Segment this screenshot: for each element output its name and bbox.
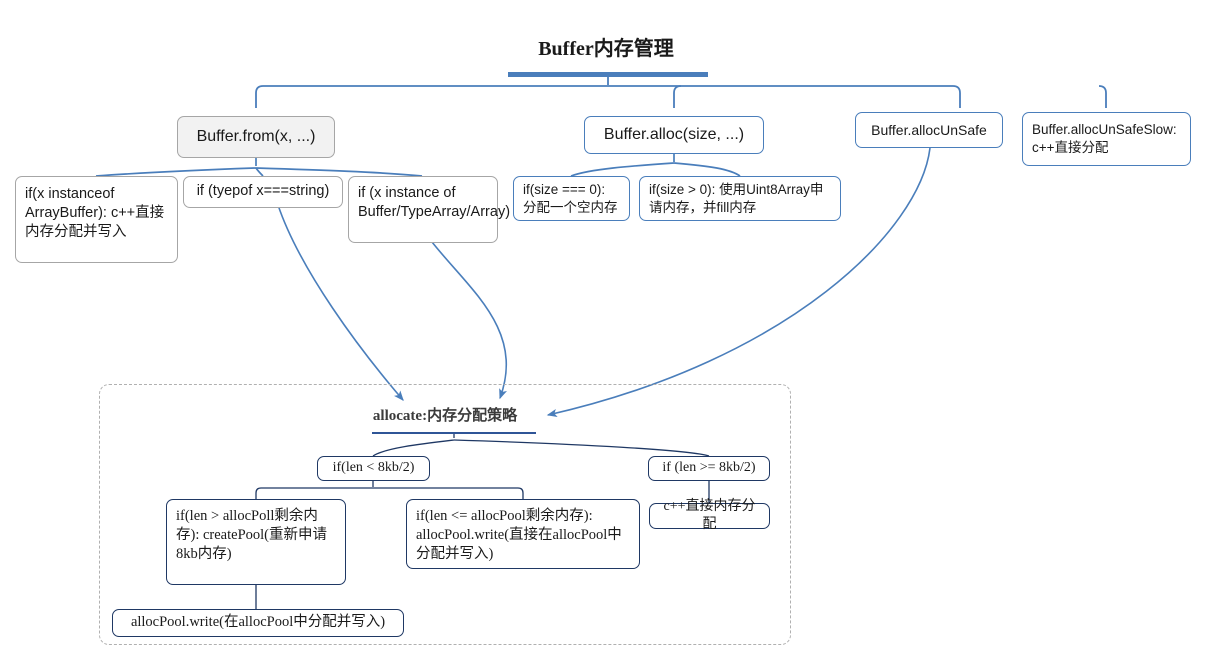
page-title: Buffer内存管理 [538,38,674,60]
node-len-lt[interactable]: if(len < 8kb/2) [317,456,430,481]
node-buffer-alloc-unsafe-slow[interactable]: Buffer.allocUnSafeSlow: c++直接分配 [1022,112,1191,166]
node-buffer-alloc[interactable]: Buffer.alloc(size, ...) [584,116,764,154]
title-underline-bar [508,72,708,77]
node-buffer-from[interactable]: Buffer.from(x, ...) [177,116,335,158]
alloc-fan [570,154,741,177]
node-len-le-pool[interactable]: if(len <= allocPool剩余内存): allocPool.writ… [406,499,640,569]
node-alloc-case-positive[interactable]: if(size > 0): 使用Uint8Array申请内存，并fill内存 [639,176,841,221]
allocate-group-title: allocate:内存分配策略 [372,408,518,424]
node-len-gt-pool[interactable]: if(len > allocPoll剩余内存): createPool(重新申请… [166,499,346,585]
node-from-case-buffer[interactable]: if (x instance of Buffer/TypeArray/Array… [348,176,510,243]
node-buffer-alloc-unsafe[interactable]: Buffer.allocUnSafe [855,112,1003,148]
node-from-case-string[interactable]: if (tyepof x===string) [183,176,343,208]
node-len-gte[interactable]: if (len >= 8kb/2) [648,456,770,481]
allocate-underline-bar [372,432,536,434]
node-from-case-arraybuffer[interactable]: if(x instanceof ArrayBuffer): c++直接内存分配并… [15,176,178,263]
from-fan [95,158,423,177]
node-cpp-direct[interactable]: c++直接内存分配 [649,499,770,532]
node-allocpool-write[interactable]: allocPool.write(在allocPool中分配并写入) [112,609,404,637]
node-alloc-case-zero[interactable]: if(size === 0): 分配一个空内存 [513,176,630,221]
root-bus [255,77,1107,108]
